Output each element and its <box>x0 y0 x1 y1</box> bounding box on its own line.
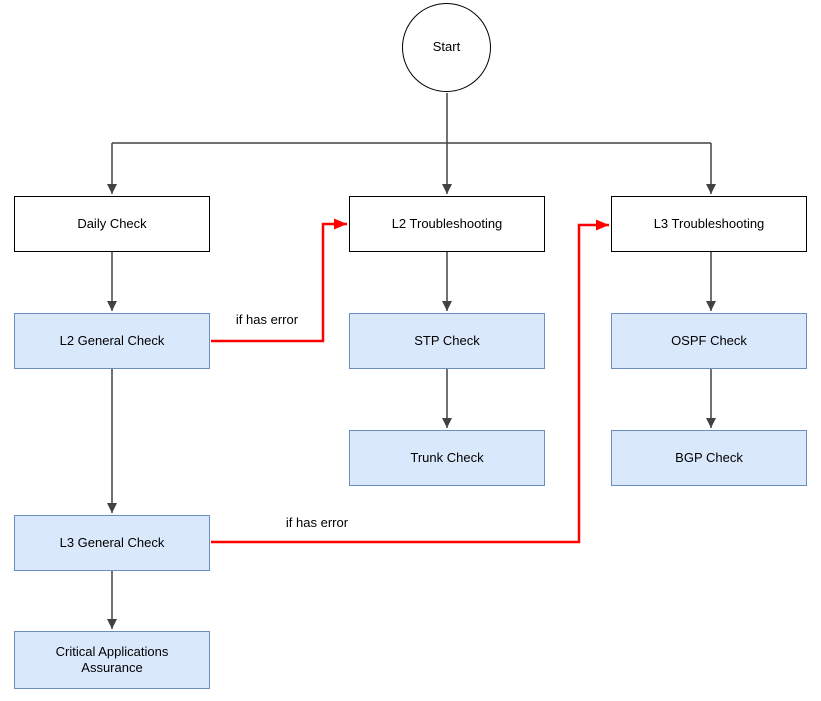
node-ospf-check: OSPF Check <box>611 313 807 369</box>
node-stp-check: STP Check <box>349 313 545 369</box>
node-start-label: Start <box>432 39 461 55</box>
node-daily-check-label: Daily Check <box>77 215 147 231</box>
node-bgp-check-label: BGP Check <box>675 449 743 465</box>
node-trunk-check-label: Trunk Check <box>410 449 484 465</box>
node-l2-general-check: L2 General Check <box>14 313 210 369</box>
node-stp-check-label: STP Check <box>414 332 480 348</box>
node-critical-applications-assurance-label: Critical Applications Assurance <box>55 643 169 675</box>
edge-error-l3generalcheck-to-l3troubleshooting <box>211 219 609 544</box>
node-critical-applications-assurance: Critical Applications Assurance <box>14 631 210 689</box>
node-l2-troubleshooting: L2 Troubleshooting <box>349 196 545 252</box>
edge-label-l2-if-has-error: if has error <box>235 312 299 327</box>
node-l3-general-check-label: L3 General Check <box>59 534 165 550</box>
node-start: Start <box>402 3 491 92</box>
node-l3-troubleshooting: L3 Troubleshooting <box>611 196 807 252</box>
node-l3-general-check: L3 General Check <box>14 515 210 571</box>
node-daily-check: Daily Check <box>14 196 210 252</box>
node-l2-general-check-label: L2 General Check <box>59 332 165 348</box>
node-l3-troubleshooting-label: L3 Troubleshooting <box>653 215 765 231</box>
node-l2-troubleshooting-label: L2 Troubleshooting <box>391 215 503 231</box>
edge-label-l3-if-has-error: if has error <box>285 515 349 530</box>
node-trunk-check: Trunk Check <box>349 430 545 486</box>
node-bgp-check: BGP Check <box>611 430 807 486</box>
node-ospf-check-label: OSPF Check <box>671 332 747 348</box>
